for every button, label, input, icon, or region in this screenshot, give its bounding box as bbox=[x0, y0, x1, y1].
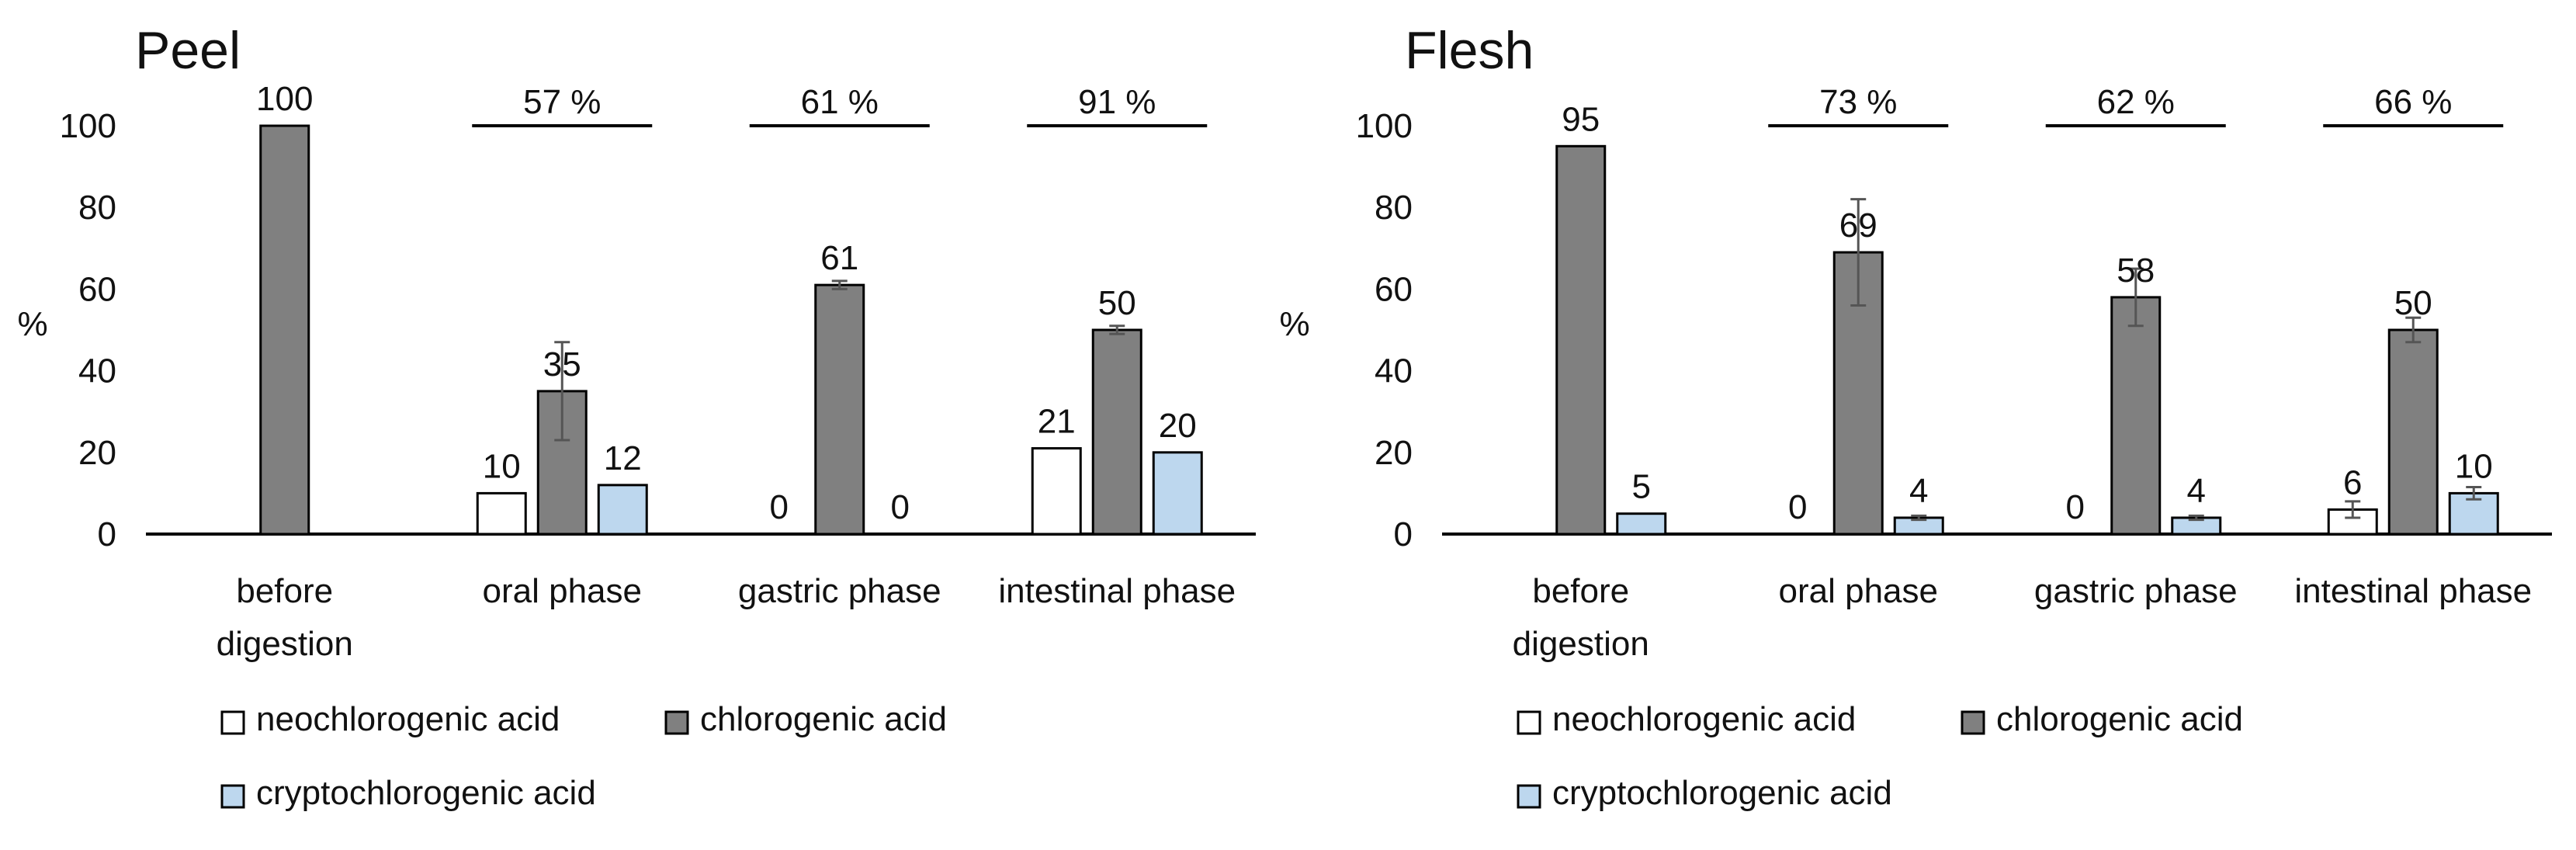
legend-swatch bbox=[220, 710, 245, 735]
x-tick-label: gastric phase bbox=[738, 572, 941, 610]
data-label: 4 bbox=[2187, 472, 2206, 510]
data-label: 20 bbox=[1159, 407, 1197, 445]
bracket-label: 66 % bbox=[2374, 83, 2452, 121]
legend-label: neochlorogenic acid bbox=[1552, 700, 1856, 738]
data-label: 69 bbox=[1839, 206, 1877, 245]
y-tick-label: 0 bbox=[98, 515, 116, 553]
error-bar bbox=[2127, 267, 2144, 328]
x-tick-label: oral phase bbox=[1779, 572, 1938, 610]
bracket-label: 57 % bbox=[523, 83, 601, 121]
data-label: 35 bbox=[543, 345, 581, 383]
error-bar bbox=[1109, 324, 1125, 335]
y-tick-label: 60 bbox=[78, 270, 116, 308]
data-label: 58 bbox=[2117, 252, 2155, 290]
y-tick-label: 20 bbox=[78, 434, 116, 472]
legend-item: neochlorogenic acid bbox=[1517, 700, 1856, 738]
bar-chlorogenic-acid-0 bbox=[259, 124, 310, 536]
y-axis-label: % bbox=[17, 305, 47, 343]
bracket-label: 62 % bbox=[2097, 83, 2175, 121]
data-label: 100 bbox=[256, 80, 313, 118]
data-label: 21 bbox=[1038, 403, 1076, 441]
error-bar bbox=[1850, 198, 1867, 307]
y-tick-label: 60 bbox=[1375, 270, 1413, 308]
chart-peel: Peel 0 20 40 60 80 100% 100 before digestion 10 35 1… bbox=[17, 21, 1256, 812]
legend-swatch bbox=[1961, 710, 1985, 735]
bar-neochlorogenic-acid-3 bbox=[2327, 508, 2378, 536]
bracket-label: 61 % bbox=[801, 83, 879, 121]
data-label: 0 bbox=[770, 488, 789, 526]
data-label: 50 bbox=[1098, 284, 1136, 322]
legend-label: chlorogenic acid bbox=[1996, 700, 2243, 738]
legend-item: chlorogenic acid bbox=[664, 700, 947, 738]
bar-chlorogenic-acid-3 bbox=[1091, 328, 1142, 536]
bar-chlorogenic-acid-0 bbox=[1555, 144, 1607, 536]
legend-item: chlorogenic acid bbox=[1961, 700, 2243, 738]
legend-swatch bbox=[220, 784, 245, 809]
bar-chlorogenic-acid-2 bbox=[2110, 296, 2162, 536]
x-tick-label: digestion bbox=[217, 625, 353, 663]
y-tick-label: 100 bbox=[60, 107, 116, 145]
x-tick-label: before bbox=[236, 572, 333, 610]
legend-item: cryptochlorogenic acid bbox=[220, 774, 596, 812]
chart-title: Flesh bbox=[1405, 21, 1534, 80]
legend-label: neochlorogenic acid bbox=[256, 700, 560, 738]
error-bar bbox=[2466, 486, 2482, 501]
y-tick-label: 80 bbox=[1375, 189, 1413, 227]
data-label: 12 bbox=[604, 439, 642, 477]
data-label: 50 bbox=[2394, 284, 2432, 322]
y-tick-label: 100 bbox=[1356, 107, 1413, 145]
bar-chlorogenic-acid-2 bbox=[814, 283, 865, 536]
data-label: 61 bbox=[820, 239, 858, 277]
error-bar bbox=[554, 341, 570, 442]
data-label: 4 bbox=[1909, 472, 1928, 510]
legend-item: neochlorogenic acid bbox=[220, 700, 560, 738]
chart-flesh: Flesh020406080100%955beforedigestion0694… bbox=[1279, 21, 2552, 812]
error-bar bbox=[2405, 316, 2422, 344]
data-label: 10 bbox=[483, 447, 521, 485]
legend-label: cryptochlorogenic acid bbox=[256, 774, 596, 812]
error-bar bbox=[1911, 514, 1927, 522]
legend-label: cryptochlorogenic acid bbox=[1552, 774, 1892, 812]
bar-neochlorogenic-acid-1 bbox=[476, 491, 527, 536]
bar-cryptochlorogenic-acid-1 bbox=[597, 484, 648, 536]
y-tick-label: 20 bbox=[1375, 434, 1413, 472]
y-tick-label: 0 bbox=[1394, 515, 1413, 553]
data-label: 5 bbox=[1632, 468, 1651, 506]
error-bar bbox=[831, 279, 848, 290]
bar-cryptochlorogenic-acid-0 bbox=[1616, 512, 1667, 536]
data-label: 10 bbox=[2455, 447, 2493, 485]
bracket-label: 73 % bbox=[1819, 83, 1897, 121]
error-bar bbox=[2188, 514, 2204, 522]
y-tick-label: 40 bbox=[1375, 352, 1413, 390]
data-label: 0 bbox=[2066, 488, 2085, 526]
x-tick-label: gastric phase bbox=[2034, 572, 2238, 610]
y-axis-label: % bbox=[1279, 305, 1309, 343]
data-label: 0 bbox=[891, 488, 910, 526]
x-tick-label: digestion bbox=[1513, 625, 1649, 663]
y-tick-label: 40 bbox=[78, 352, 116, 390]
data-label: 6 bbox=[2343, 463, 2362, 501]
x-tick-label: intestinal phase bbox=[2294, 572, 2532, 610]
x-tick-label: oral phase bbox=[483, 572, 642, 610]
data-label: 0 bbox=[1788, 488, 1807, 526]
y-tick-label: 80 bbox=[78, 189, 116, 227]
chart-title: Peel bbox=[135, 21, 241, 80]
bar-cryptochlorogenic-acid-3 bbox=[1152, 451, 1203, 536]
legend-item: cryptochlorogenic acid bbox=[1517, 774, 1892, 812]
data-label: 95 bbox=[1562, 100, 1600, 138]
legend-swatch bbox=[1517, 784, 1541, 809]
x-tick-label: intestinal phase bbox=[998, 572, 1236, 610]
error-bar bbox=[2345, 500, 2361, 519]
x-tick-label: before bbox=[1532, 572, 1629, 610]
bar-neochlorogenic-acid-3 bbox=[1031, 447, 1082, 536]
legend-swatch bbox=[664, 710, 689, 735]
legend-label: chlorogenic acid bbox=[700, 700, 947, 738]
bar-chlorogenic-acid-3 bbox=[2387, 328, 2439, 536]
legend-swatch bbox=[1517, 710, 1541, 735]
bracket-label: 91 % bbox=[1078, 83, 1156, 121]
